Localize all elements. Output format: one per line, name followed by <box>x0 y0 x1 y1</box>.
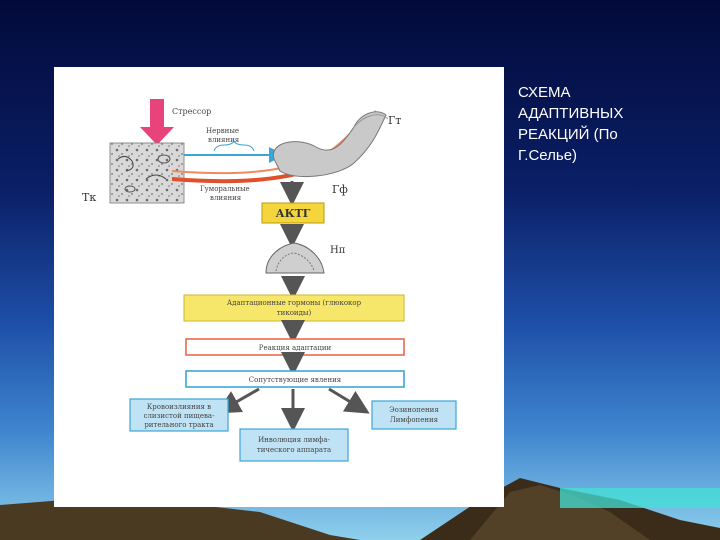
involution-line1: Инволюция лимфа- <box>258 436 330 444</box>
hemorrhage-line2: слизистой пищева- <box>144 412 216 420</box>
mountain-left <box>0 498 360 540</box>
np-label: Нп <box>330 245 346 256</box>
hemorrhage-line3: рительного тракта <box>144 421 213 429</box>
hemorrhage-box <box>129 398 229 432</box>
humoral-label-line2: влияния <box>210 194 242 202</box>
arrow-to-hemorrhage <box>216 387 260 414</box>
adaptation-scheme-diagram: Стрессор Тк Нервные влияния Гуморальные … <box>82 99 457 462</box>
gf-label: Гф <box>332 183 348 196</box>
arrow-to-eosinopenia <box>328 387 370 414</box>
actg-label: АКТГ <box>276 207 311 220</box>
accompanying-box <box>185 370 405 388</box>
adaptive-hormones-box <box>183 294 405 322</box>
eosinopenia-line1: Эозинопения <box>389 406 439 414</box>
eosinopenia-box <box>371 400 457 430</box>
adaptive-hormones-line2: тикоиды) <box>277 309 312 317</box>
stressor-label: Стрессор <box>172 107 211 116</box>
mountain-highlight <box>470 485 650 540</box>
adaptation-reaction-label: Реакция адаптации <box>259 344 332 352</box>
involution-line2: тического аппарата <box>257 446 331 454</box>
pituitary-gland <box>273 111 389 178</box>
eosinopenia-line2: Лимфопения <box>390 416 439 424</box>
humoral-label-line1: Гуморальные <box>200 185 250 193</box>
nerve-bracket <box>213 139 255 152</box>
tissue-block <box>109 142 185 204</box>
adaptive-hormones-line1: Адаптационные гормоны (глюкокор <box>227 299 362 307</box>
gt-label: Гт <box>388 114 401 127</box>
slide-caption: СХЕМА АДАПТИВНЫХ РЕАКЦИЙ (По Г.Селье) <box>518 84 624 164</box>
hemorrhage-line1: Кровоизлияния в <box>147 403 211 411</box>
tk-label: Тк <box>82 191 96 204</box>
nerve-label-line1: Нервные <box>206 127 239 135</box>
involution-box <box>239 428 349 462</box>
diagram-panel: Стрессор Тк Нервные влияния Гуморальные … <box>54 67 504 507</box>
sea-strip <box>560 488 720 508</box>
adrenal-gland <box>265 242 325 274</box>
nerve-label-line2: влияния <box>208 136 240 144</box>
accompanying-label: Сопутствующие явления <box>249 376 342 384</box>
stressor-arrow <box>140 99 174 145</box>
actg-box <box>261 202 325 224</box>
